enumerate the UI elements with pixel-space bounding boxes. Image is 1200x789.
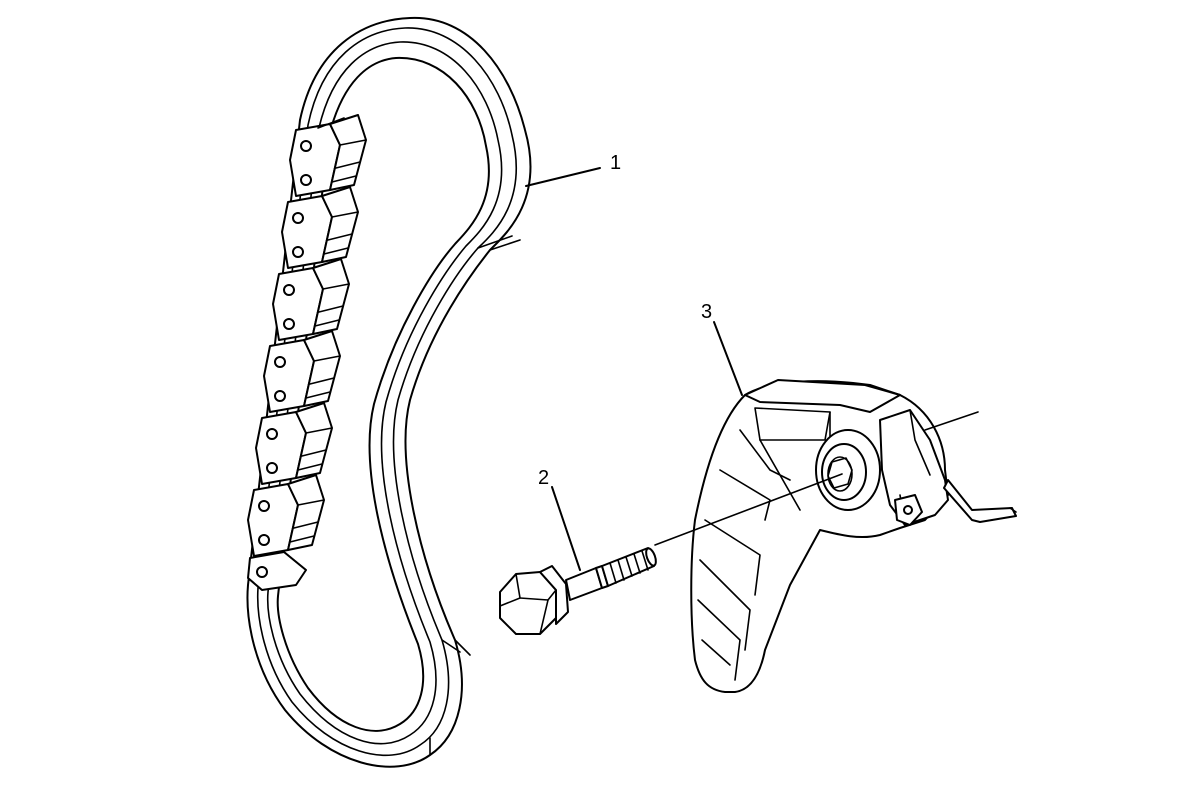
chain-link [289,114,367,197]
chain-link [263,330,341,413]
chain-link [255,402,333,485]
chain-link [281,186,359,269]
alignment-line [654,473,843,546]
timing-chain [246,16,532,768]
chain-link [272,258,350,341]
callout-2-leader [551,486,581,571]
tensioner-arm [690,379,1017,693]
callout-1: 1 [610,152,621,174]
chain-links [247,114,367,591]
callout-3-leader [713,321,743,396]
callout-3: 3 [701,301,712,323]
callout-2: 2 [538,467,549,489]
chain-link [247,474,325,557]
callout-1-leader [525,167,601,187]
bolt [499,547,657,635]
chain-link [247,551,307,591]
